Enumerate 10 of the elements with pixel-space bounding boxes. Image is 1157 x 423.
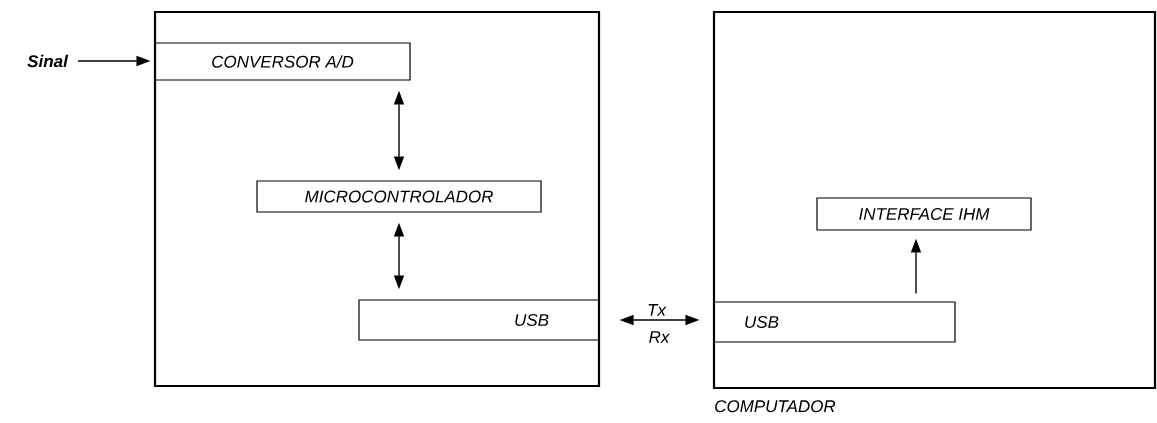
edge-label: Tx xyxy=(648,304,667,316)
process-box: CONVERSOR A/D xyxy=(154,42,411,81)
process-box: INTERFACE IHM xyxy=(816,197,1032,231)
node-label: COMPUTADOR xyxy=(715,400,836,413)
process-box: MICROCONTROLADOR xyxy=(256,180,542,213)
process-box: USB xyxy=(713,301,956,343)
signal-label: Sinal xyxy=(27,54,69,68)
process-box: USB xyxy=(358,299,600,341)
signal-name: Rx xyxy=(649,331,670,343)
block-box xyxy=(153,10,601,388)
